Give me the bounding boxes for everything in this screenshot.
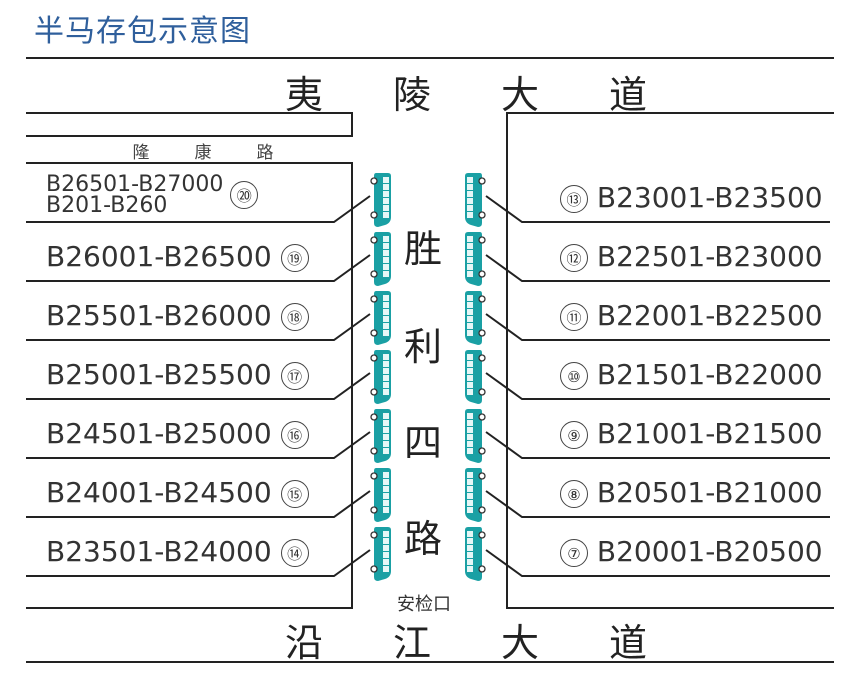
zone-17: B25001-B25500 ⑰ [46,358,309,391]
road-char: 大 [500,73,539,117]
zone-range: B25501-B26000 [46,299,272,332]
zone-range: B21001-B21500 [596,417,823,450]
zone-range: B20001-B20500 [596,535,823,568]
road-char: 隆 [132,143,150,163]
road-longkang: 隆康路 [110,138,296,163]
road-char: 路 [256,143,274,163]
bus-icon [370,172,392,228]
bus-icon [370,290,392,346]
security-checkpoint: 安检口 [397,594,451,615]
zone-8: ⑧ B20501-B21000 [560,476,823,509]
zone-number: ⑧ [560,480,588,508]
zone-range: B21501-B22000 [596,358,823,391]
zone-range: B26001-B26500 [46,240,272,273]
road-char: 道 [608,73,647,117]
zone-number: ⑦ [560,539,588,567]
zone-range: B23501-B24000 [46,535,272,568]
zone-range: B24001-B24500 [46,476,272,509]
bus-icon [370,231,392,287]
zone-number: ⑳ [230,181,259,209]
zone-10: ⑩ B21501-B22000 [560,358,823,391]
zone-range: B22001-B22500 [596,299,823,332]
zone-range: B25001-B25500 [46,358,272,391]
road-shengli-char: 四 [403,421,442,465]
road-shengli-char: 路 [403,517,442,561]
road-char: 江 [392,621,431,665]
zone-19: B26001-B26500 ⑲ [46,240,309,273]
road-char: 大 [500,621,539,665]
zone-range: B20501-B21000 [596,476,823,509]
zone-range: B23001-B23500 [596,181,823,214]
road-char: 陵 [392,73,431,117]
road-shengli-char: 利 [403,325,442,369]
road-yiling-avenue: 夷陵大道 [250,64,682,119]
zone-number: ⑰ [280,362,309,390]
zone-number: ⑮ [280,480,309,508]
zone-11: ⑪ B22001-B22500 [560,299,823,332]
zone-number: ⑭ [280,539,309,567]
bus-icon [370,467,392,523]
bus-icon [370,408,392,464]
road-yanjiang-avenue: 沿江大道 [250,612,682,667]
zone-number: ⑩ [560,362,588,390]
bus-icon [464,467,486,523]
zone-20: B26501-B27000 B201-B260 ⑳ [46,172,259,218]
zone-16: B24501-B25000 ⑯ [46,417,309,450]
zone-14: B23501-B24000 ⑭ [46,535,309,568]
road-char: 康 [194,143,212,163]
zone-18: B25501-B26000 ⑱ [46,299,309,332]
zone-range: B26501-B27000 [46,172,224,197]
zone-range-secondary: B201-B260 [46,193,168,218]
zone-range: B24501-B25000 [46,417,272,450]
bus-icon [464,349,486,405]
zone-9: ⑨ B21001-B21500 [560,417,823,450]
zone-7: ⑦ B20001-B20500 [560,535,823,568]
zone-number: ⑯ [280,421,309,449]
bus-icon [464,172,486,228]
zone-number: ⑨ [560,421,588,449]
road-char: 夷 [284,73,323,117]
diagram-title: 半马存包示意图 [34,14,251,49]
bus-icon [464,231,486,287]
zone-15: B24001-B24500 ⑮ [46,476,309,509]
zone-number: ⑬ [560,185,588,213]
bus-icon [464,290,486,346]
road-char: 沿 [284,621,323,665]
bus-icon [370,349,392,405]
zone-13: ⑬ B23001-B23500 [560,181,823,214]
road-shengli-char: 胜 [403,227,442,271]
zone-number: ⑱ [280,303,309,331]
zone-number: ⑲ [280,244,309,272]
zone-12: ⑫ B22501-B23000 [560,240,823,273]
zone-number: ⑪ [560,303,588,331]
road-char: 道 [608,621,647,665]
bus-icon [370,526,392,582]
bus-icon [464,408,486,464]
zone-range: B22501-B23000 [596,240,823,273]
bus-icon [464,526,486,582]
zone-number: ⑫ [560,244,588,272]
